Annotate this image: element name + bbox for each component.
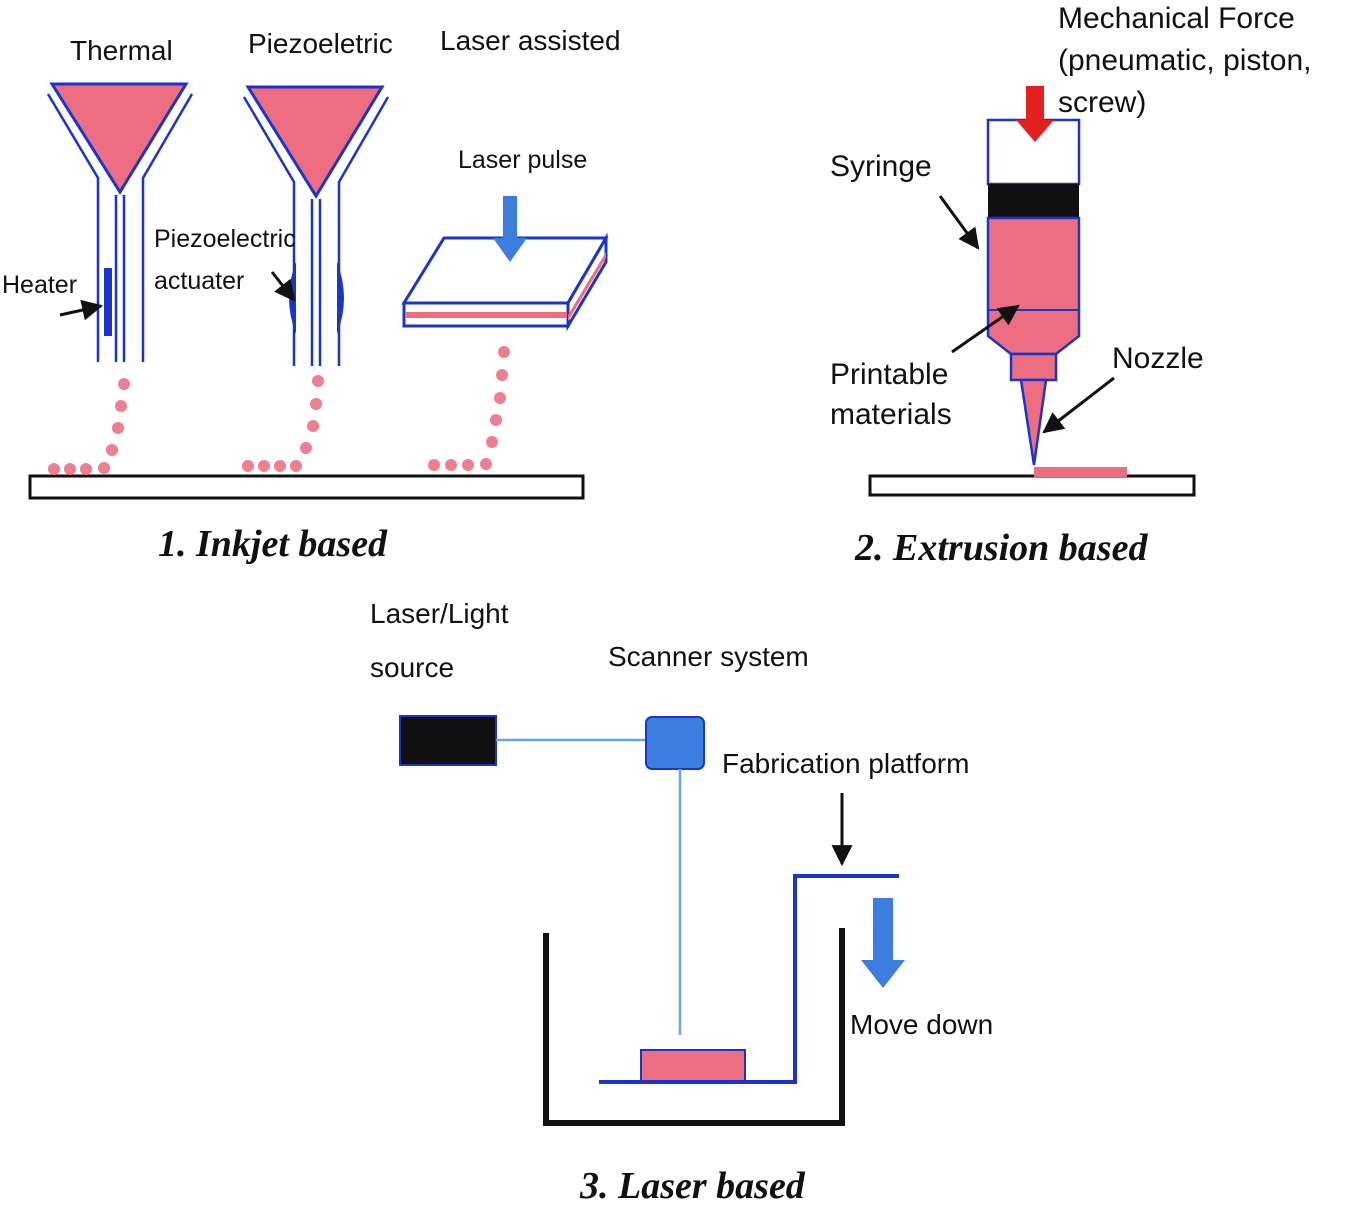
label-materials-line1: Printable [830, 358, 948, 391]
printed-line [1034, 467, 1127, 477]
label-thermal: Thermal [70, 35, 173, 66]
caption-laser: 3. Laser based [579, 1165, 806, 1206]
extrusion-section: Mechanical Force (pneumatic, piston, scr… [830, 2, 1311, 569]
syringe-plunger [988, 184, 1079, 218]
label-piezo-actuator-line1: Piezoelectric [154, 225, 296, 253]
label-force-line3: screw) [1058, 86, 1146, 119]
syringe-arrow [938, 195, 980, 250]
label-force-line1: Mechanical Force [1058, 2, 1295, 35]
piezo-ink-reservoir [245, 85, 385, 199]
label-laser-pulse: Laser pulse [458, 146, 587, 174]
nozzle-arrow [1042, 376, 1115, 434]
laser-section: Laser/Light source Scanner system Fabric… [370, 598, 993, 1206]
laser-pulse-arrow [493, 196, 527, 262]
label-source-line1: Laser/Light [370, 598, 509, 629]
heater-element [104, 268, 112, 336]
syringe-barrel [986, 216, 1081, 356]
piezo-actuator-arrow [270, 271, 296, 302]
printed-part [640, 1049, 746, 1083]
label-move-down: Move down [850, 1009, 993, 1040]
materials-arrow [951, 304, 1020, 354]
label-heater: Heater [2, 271, 77, 299]
label-piezoeletric: Piezoeletric [248, 28, 393, 59]
label-piezo-actuator-line2: actuater [154, 267, 244, 295]
syringe [986, 86, 1081, 466]
syringe-neck [1009, 352, 1058, 382]
resin-vat [543, 928, 845, 1126]
inkjet-section: Thermal Piezoeletric Laser assisted Lase… [2, 25, 621, 565]
label-fabrication-platform: Fabrication platform [722, 748, 969, 779]
label-scanner-system: Scanner system [608, 641, 809, 672]
move-down-arrow [861, 898, 905, 988]
label-syringe: Syringe [830, 150, 932, 183]
scanner-box [645, 716, 705, 770]
label-laser-assisted: Laser assisted [440, 25, 621, 56]
thermal-ink-reservoir [49, 82, 189, 195]
light-source-box [399, 715, 497, 766]
label-materials-line2: materials [830, 398, 952, 431]
syringe-nozzle [1019, 378, 1048, 466]
caption-inkjet: 1. Inkjet based [158, 523, 388, 565]
caption-extrusion: 2. Extrusion based [854, 527, 1148, 569]
inkjet-substrate [28, 474, 585, 500]
force-arrow [1016, 86, 1054, 142]
extrusion-substrate [868, 474, 1196, 497]
label-nozzle: Nozzle [1112, 342, 1204, 375]
heater-arrow [59, 299, 104, 321]
piezo-nozzle [242, 85, 390, 366]
fabrication-platform [599, 874, 899, 1084]
piezo-actuator-right [337, 262, 344, 334]
label-force-line2: (pneumatic, piston, [1058, 44, 1311, 77]
label-source-line2: source [370, 652, 454, 683]
laser-assisted [401, 196, 609, 332]
thermal-nozzle [46, 82, 194, 362]
inkjet-droplets [48, 346, 510, 475]
